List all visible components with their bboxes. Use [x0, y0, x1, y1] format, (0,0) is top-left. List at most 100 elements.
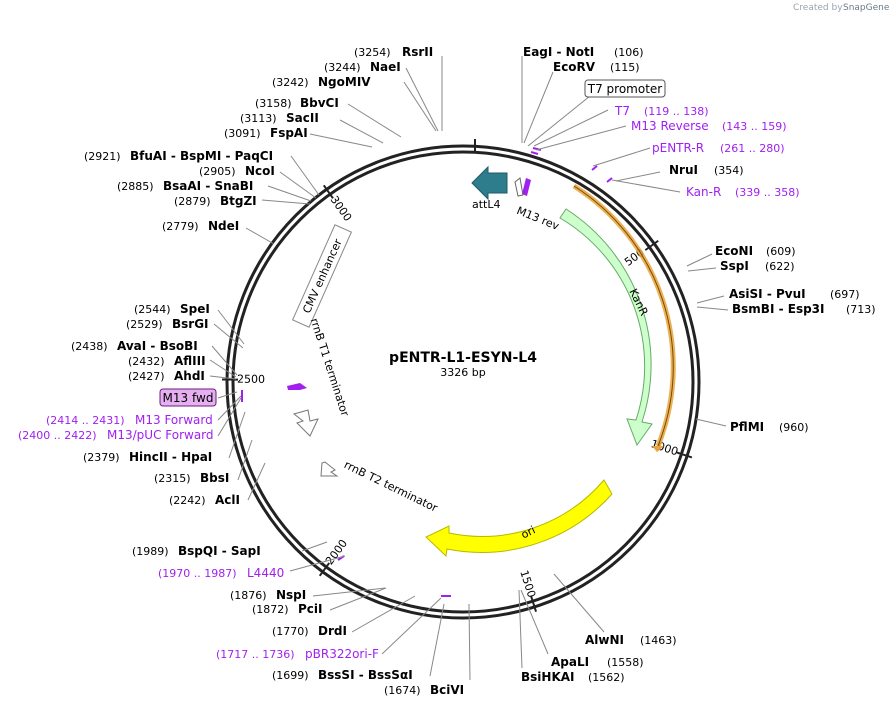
primer-name[interactable]: pENTR-R [652, 141, 704, 155]
rrnb-t1-arrow[interactable] [292, 409, 319, 437]
enzyme-name[interactable]: BbvCI [300, 96, 339, 110]
kan-orf-arc[interactable] [572, 183, 676, 447]
enzyme-name[interactable]: EcoNI [715, 244, 753, 258]
enzyme-name[interactable]: PflMI [730, 420, 764, 434]
ori-arrow[interactable] [425, 479, 613, 558]
primer-name[interactable]: L4440 [247, 566, 284, 580]
primer-range: (339 .. 358) [735, 186, 800, 199]
enzyme-pos: (713) [846, 303, 876, 316]
m13-rev-feature: M13 rev [515, 204, 562, 233]
enzyme-name[interactable]: BsaAI - SnaBI [163, 179, 253, 193]
enzyme-name[interactable]: DrdI [318, 624, 347, 638]
enzyme-pos: (2432) [128, 355, 165, 368]
m13-fwd-arrow[interactable] [287, 383, 307, 390]
enzyme-name[interactable]: NaeI [370, 60, 401, 74]
enzyme-name[interactable]: ApaLI [551, 655, 589, 669]
kanr-arrow[interactable] [559, 208, 653, 447]
enzyme-pos: (1558) [607, 656, 644, 669]
tick-mark [644, 239, 659, 251]
enzyme-name[interactable]: NspI [276, 588, 306, 602]
enzyme-name[interactable]: BsiHKAI [521, 670, 575, 684]
enzyme-name[interactable]: NcoI [245, 164, 275, 178]
tick-mark [530, 596, 537, 612]
primer-range: (1970 .. 1987) [158, 567, 237, 580]
enzyme-pos: (2438) [71, 340, 108, 353]
kan-orf-head [652, 446, 664, 452]
enzyme-pos: (1872) [252, 603, 289, 616]
enzyme-name[interactable]: EcoRV [553, 60, 596, 74]
enzyme-pos: (3242) [272, 76, 309, 89]
m13-rev-label: M13 rev [515, 204, 562, 233]
enzyme-name[interactable]: BfuAI - BspMI - PaqCI [130, 149, 273, 163]
enzyme-pos: (3113) [240, 112, 277, 125]
primer-range: (143 .. 159) [722, 120, 787, 133]
rrnb-t1-label: rrnB T1 terminator [308, 316, 352, 418]
enzyme-pos: (1770) [272, 625, 309, 638]
enzyme-name[interactable]: SpeI [180, 302, 210, 316]
enzyme-pos: (115) [610, 61, 640, 74]
rrnb-t2-arrow[interactable] [320, 461, 339, 477]
enzyme-pos: (697) [830, 288, 860, 301]
enzyme-name[interactable]: BsmBI - Esp3I [732, 302, 824, 316]
enzyme-pos: (1989) [132, 545, 169, 558]
tick-label: 2000 [323, 537, 350, 567]
plasmid-length: 3326 bp [440, 366, 485, 379]
enzyme-name[interactable]: AlwNI [585, 633, 624, 647]
ori-feature: ori [519, 523, 538, 541]
primer-name[interactable]: T7 [614, 104, 630, 118]
enzyme-name[interactable]: AhdI [174, 369, 205, 383]
enzyme-name[interactable]: SspI [720, 259, 749, 273]
enzyme-name[interactable]: PciI [298, 602, 323, 616]
primer-name[interactable]: M13 Reverse [631, 119, 709, 133]
enzyme-pos: (2315) [154, 472, 191, 485]
enzyme-name[interactable]: BspQI - SapI [178, 544, 261, 558]
enzyme-name[interactable]: AsiSI - PvuI [729, 287, 806, 301]
enzyme-pos: (1876) [230, 589, 267, 602]
enzyme-name[interactable]: AvaI - BsoBI [117, 339, 198, 353]
primer-name[interactable]: Kan-R [686, 185, 721, 199]
enzyme-name[interactable]: BciVI [430, 683, 464, 697]
primer-name[interactable]: M13/pUC Forward [107, 428, 214, 442]
backbone-inner-ring [231, 150, 695, 614]
attl4-label: attL4 [472, 198, 501, 211]
enzyme-pos: (2379) [83, 451, 120, 464]
enzyme-pos: (960) [779, 421, 809, 434]
enzyme-name[interactable]: AclI [215, 493, 240, 507]
enzyme-name[interactable]: AflIII [174, 354, 206, 368]
primer-name[interactable]: pBR322ori-F [305, 647, 379, 661]
enzyme-pos: (3254) [354, 46, 391, 59]
cmv-enhancer-feature[interactable]: CMV enhancer [291, 224, 353, 328]
enzyme-name[interactable]: EagI - NotI [523, 45, 594, 59]
m13-fwd-callout[interactable]: M13 fwd [159, 388, 217, 407]
t7-promoter-callout[interactable]: T7 promoter [584, 79, 666, 98]
cmv-enhancer-label: CMV enhancer [300, 237, 345, 316]
primer-name[interactable]: M13 Forward [135, 413, 213, 427]
enzyme-name[interactable]: NdeI [208, 219, 239, 233]
primer-labels: T7 (119 .. 138) M13 Reverse (143 .. 159)… [18, 104, 800, 661]
enzyme-name[interactable]: BssSI - BssSαI [318, 668, 413, 682]
plasmid-name: pENTR-L1-ESYN-L4 [389, 350, 537, 366]
enzyme-name[interactable]: FspAI [270, 126, 308, 140]
enzyme-name[interactable]: BtgZI [220, 194, 257, 208]
enzyme-name[interactable]: BsrGI [172, 317, 209, 331]
enzyme-name[interactable]: NgoMIV [318, 75, 371, 89]
enzyme-pos: (2544) [134, 303, 171, 316]
kanr-label: KanR [626, 287, 650, 319]
tick-label: 3000 [328, 193, 355, 223]
snapgene-brand[interactable]: SnapGene [843, 3, 890, 13]
enzyme-pos: (3091) [224, 127, 261, 140]
m13-rev-arrow[interactable] [522, 178, 531, 196]
attl4-arrow[interactable] [471, 165, 508, 201]
enzyme-pos: (1463) [640, 634, 677, 647]
enzyme-pos: (2529) [126, 318, 163, 331]
enzyme-pos: (609) [766, 245, 796, 258]
enzyme-name[interactable]: BbsI [200, 471, 229, 485]
primer-range: (119 .. 138) [644, 105, 709, 118]
enzyme-name[interactable]: HincII - HpaI [129, 450, 212, 464]
enzyme-name[interactable]: SacII [286, 111, 319, 125]
enzyme-name[interactable]: RsrII [402, 45, 433, 59]
enzyme-name[interactable]: NruI [669, 163, 698, 177]
tick-mark [318, 562, 331, 577]
